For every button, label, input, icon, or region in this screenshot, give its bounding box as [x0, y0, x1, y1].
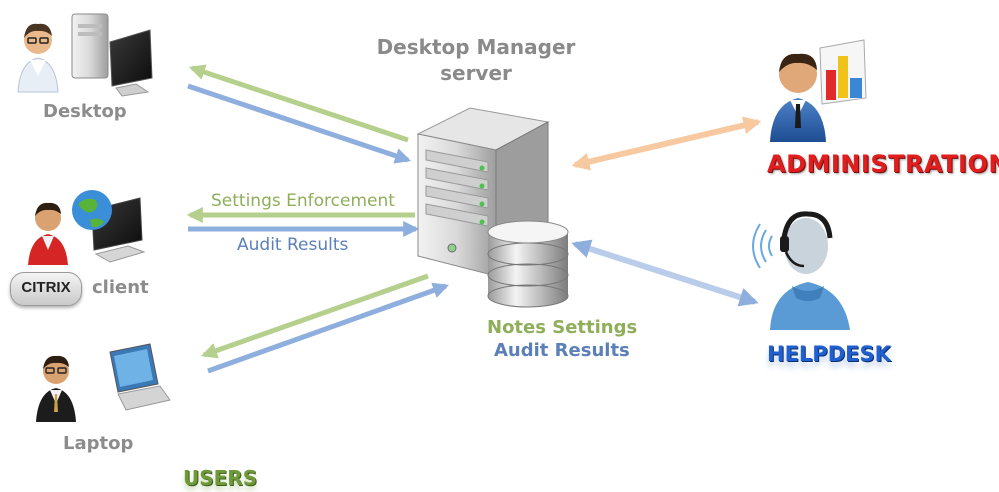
- database-notes-settings-label: Notes Settings: [487, 317, 638, 338]
- desktop-audit-arrow: [187, 83, 412, 164]
- headset-person-icon: [752, 211, 850, 330]
- administration-arrow: [571, 116, 762, 171]
- person-icon: [36, 355, 76, 422]
- laptop-settings-arrow: [200, 273, 429, 359]
- bar-chart-icon: [819, 39, 867, 105]
- laptop-label: Laptop: [63, 433, 134, 454]
- server-title-line1: Desktop Manager: [376, 35, 576, 59]
- citrix-brand: CITRIX: [21, 279, 71, 296]
- server-title-line2: server: [440, 61, 512, 85]
- database-audit-results-label: Audit Results: [494, 340, 630, 361]
- person-icon: [28, 202, 68, 265]
- desktop-computer-icon: [71, 13, 153, 97]
- laptop-arrows: [200, 273, 450, 374]
- person-icon: [17, 23, 59, 93]
- laptop-user-icon: [36, 343, 171, 422]
- settings-enforcement-label: Settings Enforcement: [211, 191, 395, 211]
- desktop-settings-arrow: [188, 64, 409, 143]
- helpdesk-arrow: [571, 239, 759, 307]
- audit-results-label: Audit Results: [237, 235, 349, 255]
- person-icon: [770, 53, 826, 142]
- desktop-label: Desktop: [43, 101, 127, 122]
- client-label: client: [92, 277, 149, 298]
- client-user-icon: [28, 190, 146, 265]
- users-group-label: USERS: [183, 466, 258, 490]
- desktop-arrows: [187, 64, 412, 164]
- laptop-audit-arrow: [207, 282, 450, 374]
- citrix-logo: CITRIX: [10, 272, 82, 306]
- administration-icon: [770, 39, 867, 142]
- desktop-user-icon: [17, 13, 153, 97]
- client-arrows: [186, 206, 420, 238]
- server-title: Desktop Manager server: [366, 34, 586, 86]
- helpdesk-label: HELPDESK: [767, 342, 891, 366]
- database-icon: [487, 220, 569, 308]
- administration-label: ADMINISTRATION: [767, 150, 999, 178]
- laptop-icon: [109, 343, 171, 411]
- globe-monitor-icon: [72, 190, 146, 263]
